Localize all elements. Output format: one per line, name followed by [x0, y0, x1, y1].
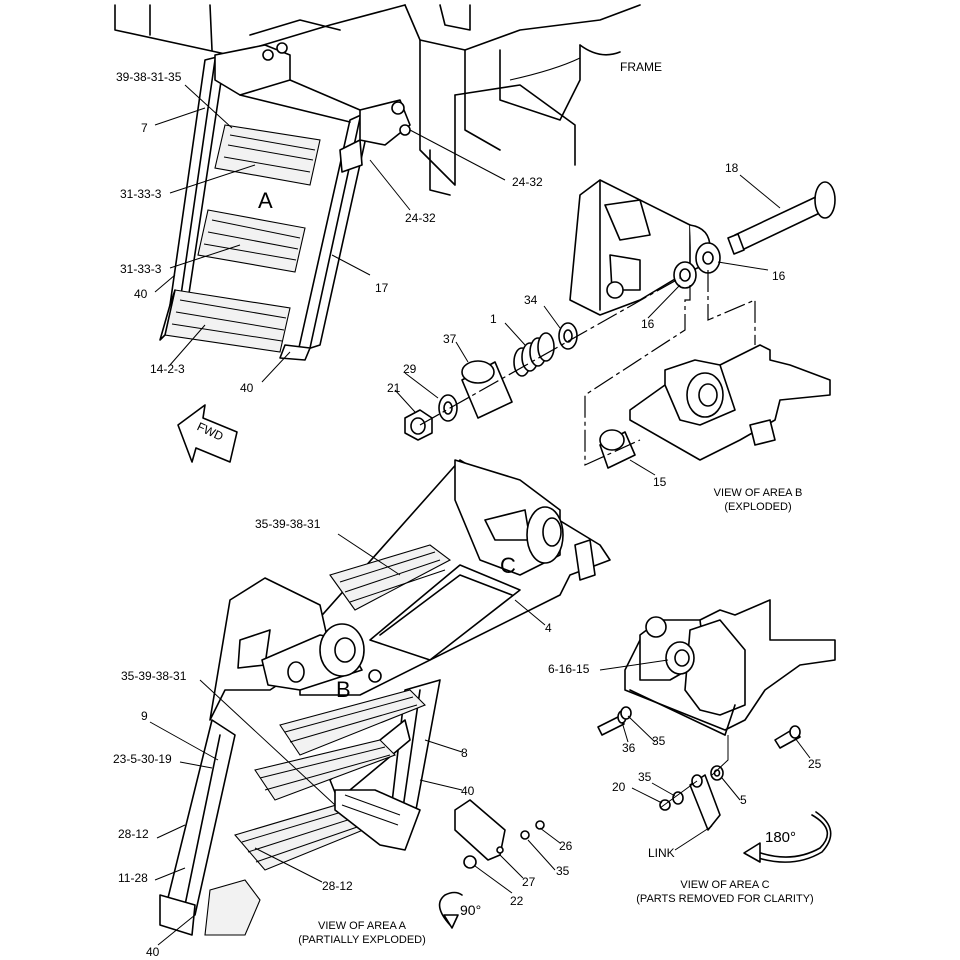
- callout-36: 36: [622, 741, 636, 755]
- callout-7: 7: [141, 121, 148, 135]
- area-b-caption-line1: VIEW OF AREA B: [714, 487, 803, 499]
- callout-8: 8: [461, 746, 468, 760]
- callout-16-lower: 16: [641, 317, 655, 331]
- callout-39-38-31-35: 39-38-31-35: [116, 70, 182, 84]
- rotate-180-label: 180°: [765, 829, 796, 846]
- callout-40-step: 40: [240, 381, 254, 395]
- rotate-180-icon: 180°: [743, 811, 832, 863]
- callout-1: 1: [490, 312, 497, 326]
- callout-40-bottom: 40: [146, 945, 160, 959]
- callout-link: LINK: [648, 846, 675, 860]
- callout-23-5-30-19: 23-5-30-19: [113, 752, 172, 766]
- callout-11-28: 11-28: [118, 871, 148, 885]
- callout-21: 21: [387, 381, 401, 395]
- callout-6-16-15: 6-16-15: [548, 662, 590, 676]
- rotate-90-icon: 90°: [438, 891, 481, 929]
- callout-17: 17: [375, 281, 389, 295]
- callout-24-32-left: 24-32: [405, 211, 436, 225]
- rotate-90-label: 90°: [460, 902, 481, 918]
- callout-40-upper: 40: [134, 287, 148, 301]
- callout-4: 4: [545, 621, 552, 635]
- area-c-caption-line1: VIEW OF AREA C: [680, 879, 769, 891]
- callout-frame: FRAME: [620, 60, 662, 74]
- callout-35-39-38-31-lower: 35-39-38-31: [121, 669, 187, 683]
- callout-35-hinge: 35: [556, 864, 570, 878]
- callout-15: 15: [653, 475, 667, 489]
- area-a-view: [159, 459, 611, 936]
- area-a-caption-line2: (PARTIALLY EXPLODED): [298, 934, 426, 946]
- area-b-exploded: [404, 179, 836, 469]
- callout-27: 27: [522, 875, 536, 889]
- area-b-letter: B: [336, 677, 351, 702]
- callout-34: 34: [524, 293, 538, 307]
- callout-20: 20: [612, 780, 626, 794]
- callout-24-32-right: 24-32: [512, 175, 543, 189]
- callout-9: 9: [141, 709, 148, 723]
- callout-25: 25: [808, 757, 822, 771]
- forward-arrow-icon: FWD: [177, 404, 238, 463]
- callout-28-12-left: 28-12: [118, 827, 149, 841]
- callout-26: 26: [559, 839, 573, 853]
- callout-35-39-38-31-upper: 35-39-38-31: [255, 517, 321, 531]
- callout-5: 5: [740, 793, 747, 807]
- callout-14-2-3: 14-2-3: [150, 362, 185, 376]
- callout-40-rail: 40: [461, 784, 475, 798]
- area-c-view: [597, 599, 836, 831]
- callout-16-upper: 16: [772, 269, 786, 283]
- callout-35-plate: 35: [652, 734, 666, 748]
- callout-18: 18: [725, 161, 739, 175]
- area-c-caption-line2: (PARTS REMOVED FOR CLARITY): [636, 893, 813, 905]
- callout-22: 22: [510, 894, 524, 908]
- callout-29: 29: [403, 362, 417, 376]
- callout-35-link: 35: [638, 770, 652, 784]
- callout-31-33-3-upper: 31-33-3: [120, 187, 162, 201]
- ladder-assembly: [159, 42, 411, 361]
- callout-28-12-center: 28-12: [322, 879, 353, 893]
- area-b-caption-line2: (EXPLODED): [724, 501, 791, 513]
- callout-31-33-3-lower: 31-33-3: [120, 262, 162, 276]
- area-a-caption-line1: VIEW OF AREA A: [318, 920, 407, 932]
- part-callouts: FRAME 39-38-31-35 7 31-33-3 31-33-3 40 1…: [113, 60, 822, 959]
- area-a-letter: A: [258, 188, 273, 213]
- callout-37: 37: [443, 332, 457, 346]
- leader-lines: [149, 57, 811, 946]
- area-c-letter: C: [500, 553, 516, 578]
